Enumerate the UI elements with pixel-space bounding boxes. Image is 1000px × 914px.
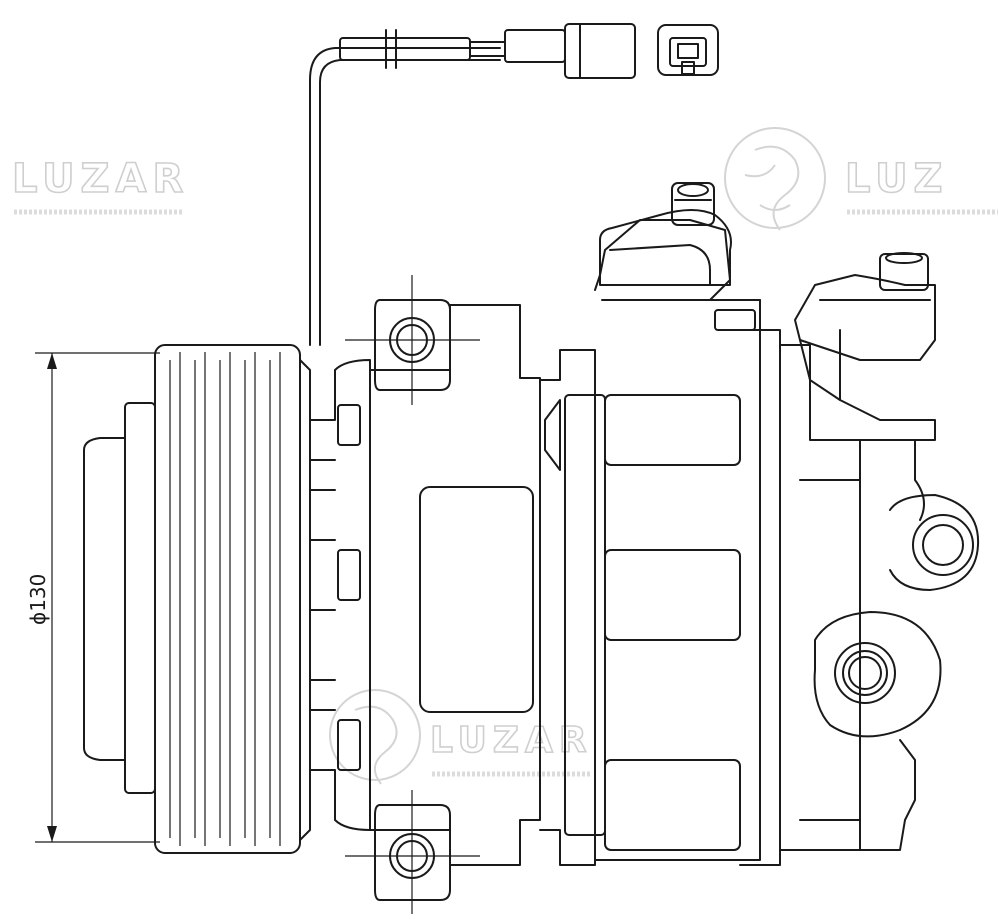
watermark-left: LUZAR [11, 155, 189, 215]
mounting-ear-bottom [345, 790, 480, 914]
rear-bracket [813, 494, 980, 738]
watermark-center-text: LUZAR [430, 720, 593, 761]
body-label-plate [419, 486, 534, 713]
watermark-center: LUZAR [329, 689, 593, 785]
dragon-logo-icon [724, 127, 826, 231]
diameter-label: ϕ130 [26, 574, 50, 625]
mounting-ear-top [345, 275, 480, 405]
right-port-fitting [794, 252, 936, 441]
pulley [83, 344, 311, 854]
compressor-body [369, 219, 925, 866]
pulley-grooves [169, 352, 281, 846]
connector-socket-view [657, 24, 719, 76]
watermark-right-text: LUZ [845, 156, 949, 202]
front-housing [309, 359, 371, 831]
sensor-wire [309, 29, 506, 346]
watermark-right: LUZ [724, 127, 998, 231]
top-port-fitting [599, 182, 732, 286]
diameter-dimension: ϕ130 [26, 352, 160, 843]
watermark-left-text: LUZAR [12, 156, 189, 202]
wire-connector [504, 23, 636, 79]
dragon-logo-small-icon [329, 689, 421, 785]
